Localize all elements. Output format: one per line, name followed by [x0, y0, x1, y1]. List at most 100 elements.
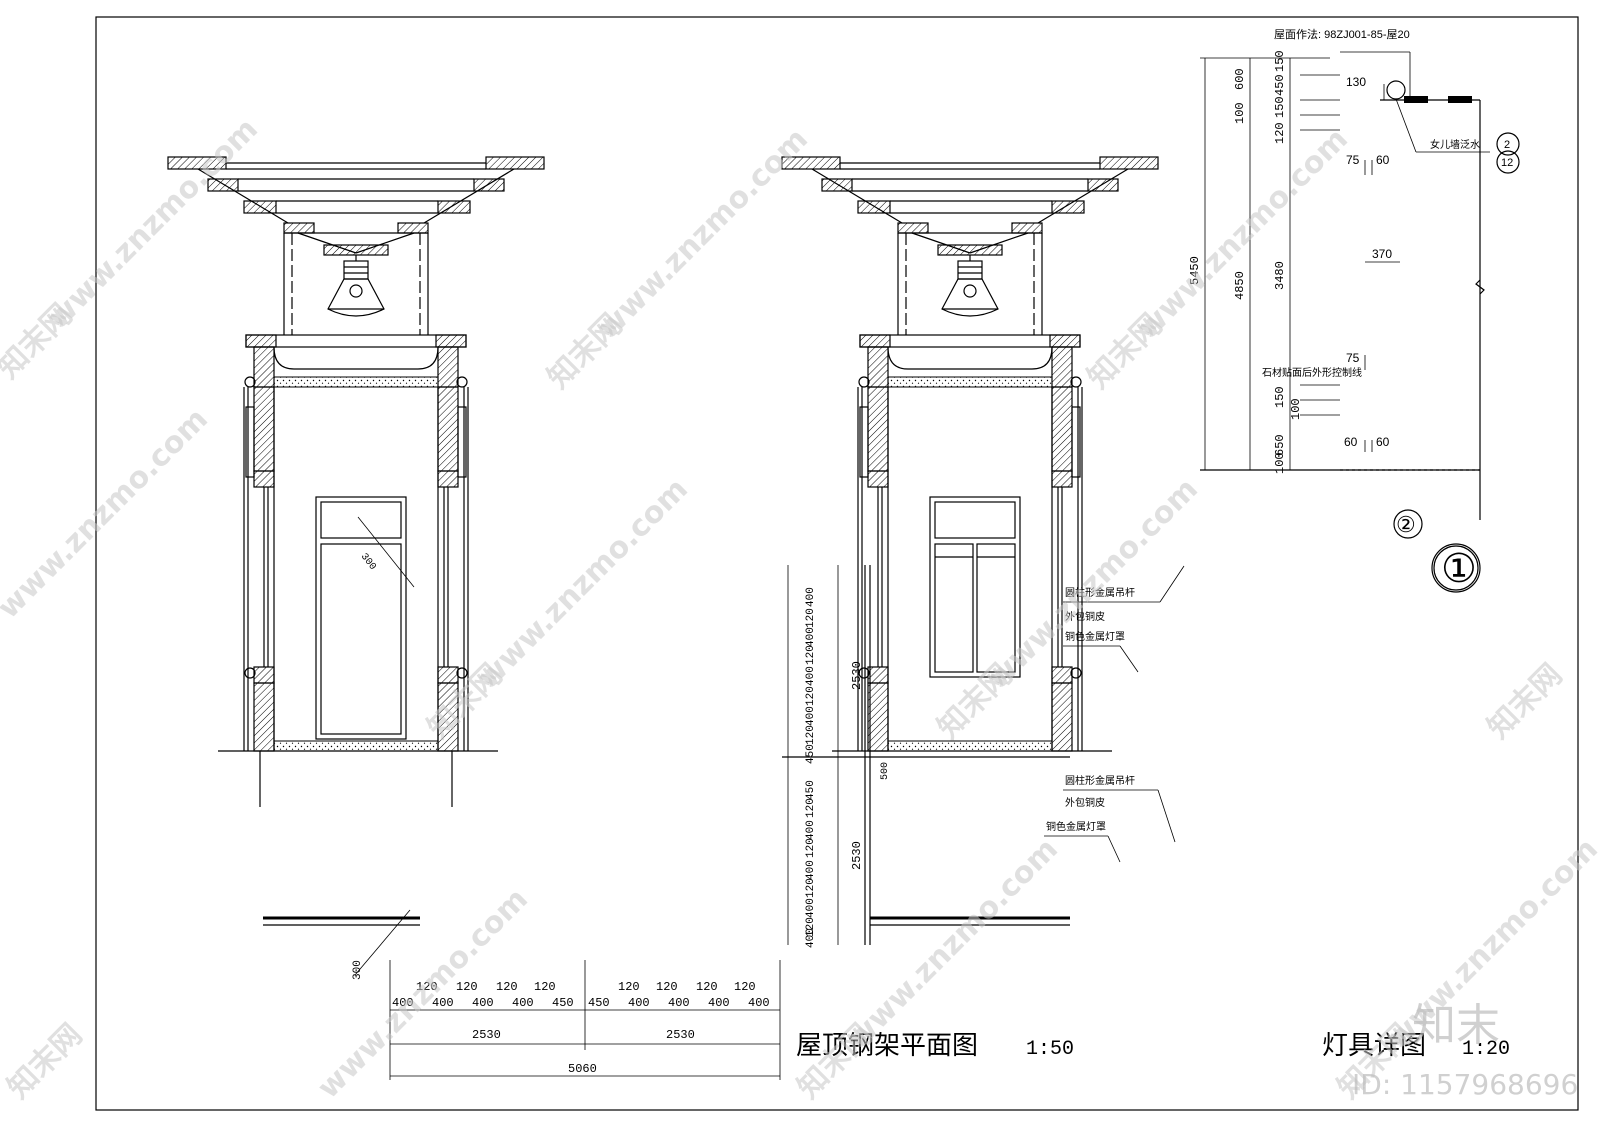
svg-text:120: 120 [734, 980, 756, 994]
svg-text:450: 450 [588, 996, 610, 1010]
ref-bottom: 12 [1501, 157, 1513, 169]
half-left-dim: 2530 [472, 1028, 501, 1042]
dim-75a: 75 [1346, 153, 1360, 167]
section-vert-dims: 5450 4850 600 100 450 150 150 120 3480 1… [1188, 50, 1303, 474]
svg-text:400: 400 [805, 928, 817, 948]
svg-text:120: 120 [805, 798, 817, 818]
svg-text:圆柱形金属吊杆: 圆柱形金属吊杆 [1065, 774, 1135, 787]
svg-text:400: 400 [628, 996, 650, 1010]
half-right-dim: 2530 [666, 1028, 695, 1042]
svg-text:100: 100 [1273, 452, 1287, 474]
svg-text:120: 120 [656, 980, 678, 994]
circle-2-label: ② [1396, 512, 1416, 537]
dim-60b: 60 [1344, 435, 1358, 449]
svg-text:120: 120 [416, 980, 438, 994]
svg-text:www.znzmo.com: www.znzmo.com [0, 402, 215, 626]
svg-text:3480: 3480 [1273, 261, 1287, 290]
svg-text:120: 120 [456, 980, 478, 994]
svg-text:120: 120 [496, 980, 518, 994]
svg-text:120: 120 [805, 838, 817, 858]
middle-diag-dim: 500 [880, 762, 891, 780]
ref-top: 2 [1504, 139, 1510, 151]
circle-1-label: ① [1441, 547, 1477, 591]
roof-spec: 屋面作法: 98ZJ001-85-屋20 [1274, 27, 1410, 41]
drawing-border [95, 16, 1579, 1111]
svg-text:外包铜皮: 外包铜皮 [1065, 796, 1105, 809]
title-lamp-detail: 灯具详图 1:20 [1322, 1030, 1510, 1061]
middle-vert-dims: 400 120 400 120 400 120 400 120 450 2530… [805, 587, 891, 948]
watermarks: 知末网 www.znzmo.com 知末网 www.znzmo.com 知末网 … [0, 112, 1600, 1106]
bottom-dim-chain [389, 960, 781, 1080]
svg-text:120: 120 [805, 917, 817, 937]
svg-text:5450: 5450 [1188, 256, 1202, 285]
door-left [315, 496, 407, 740]
svg-text:100: 100 [1289, 398, 1303, 420]
svg-text:150: 150 [1273, 96, 1287, 118]
svg-text:400: 400 [805, 666, 817, 686]
title-roof-plan: 屋顶钢架平面图 1:50 [796, 1030, 1074, 1061]
svg-text:120: 120 [534, 980, 556, 994]
svg-text:400: 400 [708, 996, 730, 1010]
svg-text:屋顶钢架平面图: 屋顶钢架平面图 [796, 1030, 978, 1060]
svg-text:450: 450 [805, 744, 817, 764]
svg-text:www.znzmo.com: www.znzmo.com [471, 472, 695, 696]
svg-text:铜色金属灯罩: 铜色金属灯罩 [1065, 630, 1125, 643]
svg-text:100: 100 [1233, 102, 1247, 124]
svg-text:600: 600 [1233, 68, 1247, 90]
dim-60c: 60 [1376, 435, 1390, 449]
svg-text:120: 120 [618, 980, 640, 994]
svg-text:400: 400 [392, 996, 414, 1010]
svg-text:400: 400 [805, 627, 817, 647]
svg-text:150: 150 [1273, 50, 1287, 72]
svg-text:400: 400 [668, 996, 690, 1010]
svg-text:120: 120 [805, 686, 817, 706]
dim-60a: 60 [1376, 153, 1390, 167]
logo-watermark: 知末 [1412, 1000, 1500, 1051]
svg-text:知末网: 知末网 [1481, 657, 1569, 745]
svg-text:www.znzmo.com: www.znzmo.com [841, 832, 1065, 1056]
svg-text:圆柱形金属吊杆: 圆柱形金属吊杆 [1065, 586, 1135, 599]
svg-text:www.znzmo.com: www.znzmo.com [1131, 122, 1355, 346]
dim-130: 130 [1346, 75, 1366, 89]
svg-text:www.znzmo.com: www.znzmo.com [41, 112, 265, 336]
svg-text:450: 450 [805, 780, 817, 800]
svg-text:450: 450 [1273, 74, 1287, 96]
svg-text:400: 400 [432, 996, 454, 1010]
left-bottom-dim: 300 [352, 960, 364, 980]
svg-text:1:20: 1:20 [1462, 1038, 1510, 1061]
callouts-top: 圆柱形金属吊杆 外包铜皮 铜色金属灯罩 [1065, 586, 1135, 643]
middle-vert-total-bottom: 2530 [850, 841, 864, 870]
pavilion-middle [781, 156, 1159, 752]
dim-75b: 75 [1346, 351, 1360, 365]
middle-vert-total-top: 2530 [850, 661, 864, 690]
bottom-dims-row1: 120 120 120 120 120 120 120 120 [416, 980, 756, 994]
id-watermark: ID: 1157968696 [1352, 1068, 1578, 1101]
svg-text:120: 120 [805, 878, 817, 898]
svg-text:铜色金属灯罩: 铜色金属灯罩 [1046, 820, 1106, 833]
dim-370: 370 [1372, 247, 1392, 261]
total-dim: 5060 [568, 1062, 597, 1076]
parapet-label: 女儿墙泛水 [1430, 138, 1480, 151]
section-detail [1200, 51, 1520, 593]
svg-text:400: 400 [805, 820, 817, 840]
pavilion-left [167, 156, 545, 807]
svg-text:120: 120 [1273, 122, 1287, 144]
svg-text:120: 120 [805, 608, 817, 628]
left-door-dim: 300 [358, 552, 378, 573]
svg-text:450: 450 [552, 996, 574, 1010]
stone-label: 石材贴面后外形控制线 [1262, 366, 1362, 379]
svg-text:400: 400 [512, 996, 534, 1010]
svg-text:150: 150 [1273, 386, 1287, 408]
svg-text:知末网: 知末网 [1, 1017, 89, 1105]
svg-text:400: 400 [805, 860, 817, 880]
svg-text:外包铜皮: 外包铜皮 [1065, 610, 1105, 623]
svg-text:400: 400 [805, 898, 817, 918]
svg-text:www.znzmo.com: www.znzmo.com [591, 122, 815, 346]
svg-text:120: 120 [696, 980, 718, 994]
svg-text:650: 650 [1273, 434, 1287, 456]
svg-text:灯具详图: 灯具详图 [1322, 1030, 1426, 1060]
svg-text:400: 400 [805, 706, 817, 726]
svg-text:400: 400 [805, 587, 817, 607]
bottom-dims-row2: 400 400 400 400 450 450 400 400 400 400 … [392, 996, 770, 1076]
